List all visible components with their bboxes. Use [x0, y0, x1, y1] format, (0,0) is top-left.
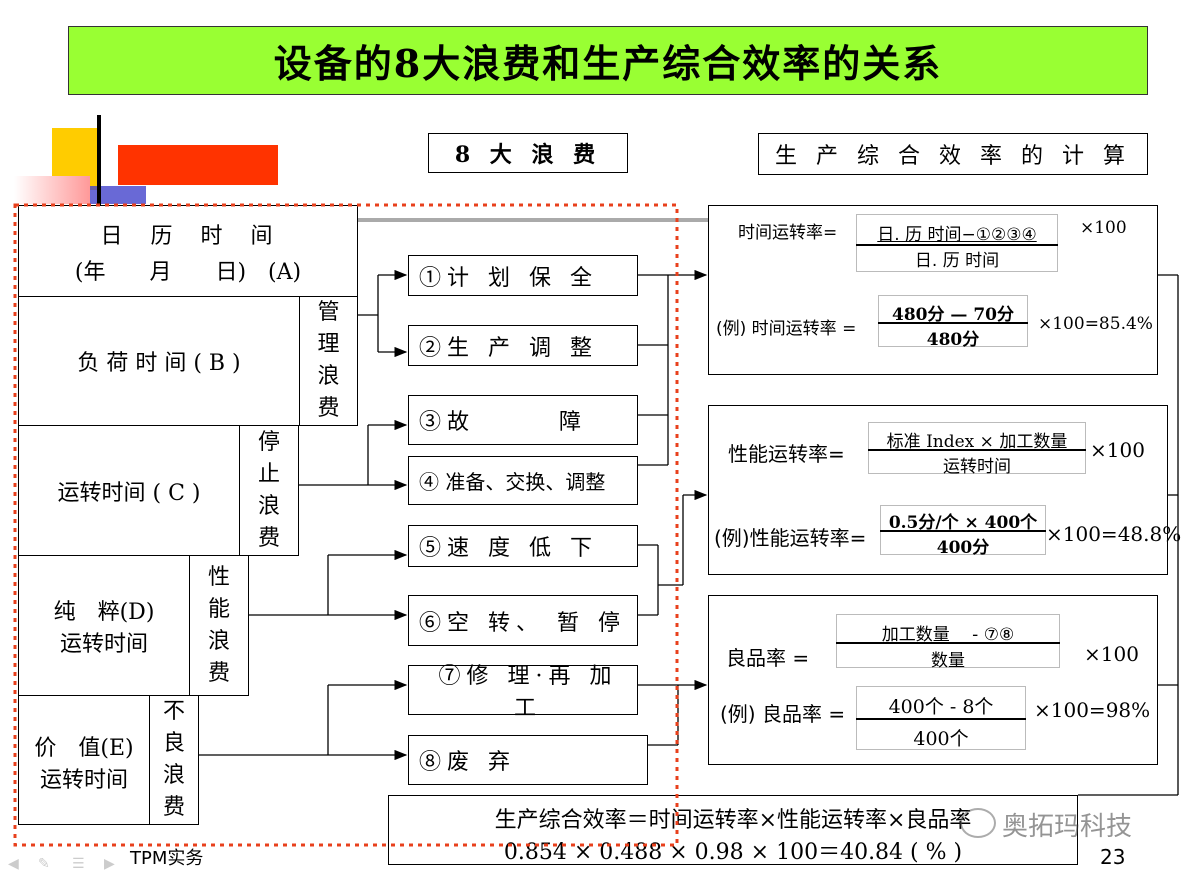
performance-rate-formula-box: [708, 405, 1168, 575]
stop-loss-char: 停: [257, 429, 280, 455]
calendar-divider-line: [358, 218, 708, 222]
time-rate-numerator: 日. 历 时间−①②③④: [877, 225, 1037, 245]
stop-loss-char: 浪: [257, 493, 280, 519]
waste-item-speed-loss: ⑤速 度 低 下: [408, 525, 638, 567]
watermark-text: 奥拓玛科技: [1002, 812, 1133, 842]
waste-item-rework: ⑦修 理·再 加 工: [408, 664, 638, 721]
slide-nav-forward-icon[interactable]: ▶: [104, 856, 115, 872]
defect-loss-char: 费: [162, 795, 185, 820]
run-time-box: 运转时间 ( C ): [18, 425, 240, 556]
slide-nav-pen-icon[interactable]: ✎: [38, 856, 50, 872]
time-rate-denominator: 日. 历 时间: [914, 251, 1000, 271]
quality-rate-numerator: 加工数量 - ⑦⑧: [881, 625, 1015, 645]
performance-loss-char: 性: [207, 564, 230, 590]
calendar-time-line2: (年 月 日) (A): [74, 260, 302, 285]
quality-rate-multiplier: ×100: [1084, 642, 1139, 666]
defect-loss-char: 良: [162, 731, 185, 756]
defect-loss-char: 不: [162, 699, 185, 724]
stop-loss-char: 止: [257, 461, 280, 487]
performance-rate-example-label: (例)性能运转率=: [714, 526, 867, 550]
performance-rate-label: 性能运转率=: [728, 442, 845, 466]
time-rate-example-label: (例) 时间运转率 =: [716, 319, 857, 339]
quality-rate-example-numerator: 400个 - 8个: [888, 696, 994, 718]
waste-item-idle-stop: ⑥空 转、 暂 停: [408, 595, 638, 646]
value-run-time-box: 价 值(E) 运转时间: [18, 695, 150, 825]
wechat-icon: [960, 808, 996, 838]
net-run-time-line1: 纯 粹(D): [53, 600, 155, 625]
value-run-time-line2: 运转时间: [39, 768, 128, 793]
quality-rate-label: 良品率 =: [726, 646, 810, 670]
calendar-time-box: 日 历 时 间 (年 月 日) (A): [18, 205, 358, 297]
performance-rate-example-denominator: 400分: [936, 538, 990, 558]
management-loss-label: 管 理 浪 费: [299, 296, 358, 426]
time-rate-example-result: ×100=85.4%: [1038, 314, 1153, 334]
time-rate-example-bar: [878, 322, 1028, 324]
net-run-time-box: 纯 粹(D) 运转时间: [18, 555, 190, 696]
quality-rate-formula-box: [708, 595, 1158, 765]
defect-loss-label: 不 良 浪 费: [149, 695, 199, 825]
calendar-time-line1: 日 历 时 间: [100, 224, 276, 249]
deco-pink-fade: [14, 176, 90, 204]
performance-loss-char: 费: [207, 660, 230, 686]
management-loss-char: 理: [317, 332, 340, 357]
performance-rate-example-bar: [880, 530, 1046, 532]
time-rate-example-denominator: 480分: [926, 330, 980, 350]
net-run-time-line2: 运转时间: [59, 632, 148, 657]
header-oee-calc: 生 产 综 合 效 率 的 计 算: [758, 133, 1148, 175]
management-loss-char: 管: [317, 300, 340, 325]
slide-nav-menu-icon[interactable]: ☰: [72, 856, 85, 872]
defect-loss-char: 浪: [162, 763, 185, 788]
time-rate-multiplier: ×100: [1080, 218, 1127, 238]
page-title: 设备的8大浪费和生产综合效率的关系: [68, 26, 1148, 95]
quality-rate-denominator: 数量: [931, 651, 965, 671]
page-number: 23: [1100, 845, 1126, 869]
time-rate-label: 时间运转率=: [738, 223, 838, 243]
load-time-box: 负 荷 时 间 ( B ): [18, 296, 300, 426]
performance-loss-label: 性 能 浪 费: [189, 555, 249, 696]
oee-summary-line1: 生产综合效率＝时间运转率×性能运转率×良品率: [494, 808, 972, 833]
time-rate-example-frame: [878, 295, 1028, 347]
stop-loss-char: 费: [257, 525, 280, 551]
time-rate-example-numerator: 480分 — 70分: [892, 305, 1014, 325]
time-rate-formula-box: [708, 205, 1158, 375]
waste-item-setup-change: ④ 准备、交换、调整: [408, 456, 638, 505]
slide-nav-back-icon[interactable]: ◀: [8, 856, 19, 872]
performance-rate-example-result: ×100=48.8%: [1046, 522, 1182, 546]
deco-vertical-line: [97, 115, 101, 210]
performance-rate-multiplier: ×100: [1090, 438, 1145, 462]
management-loss-char: 费: [317, 396, 340, 421]
waste-item-breakdown: ③故 障: [408, 395, 638, 445]
time-rate-fraction-frame: [856, 214, 1058, 272]
value-run-time-line1: 价 值(E): [34, 736, 134, 761]
waste-item-planned-maintenance: ①计 划 保 全: [408, 255, 638, 296]
waste-item-production-adjustment: ②生 产 调 整: [408, 325, 638, 366]
footer-label: TPM实务: [130, 848, 204, 869]
quality-rate-example-label: (例) 良品率 =: [720, 702, 846, 726]
performance-rate-example-numerator: 0.5分/个 × 400个: [888, 513, 1038, 533]
quality-rate-fraction-bar: [836, 642, 1060, 644]
quality-rate-example-bar: [856, 718, 1026, 720]
management-loss-char: 浪: [317, 364, 340, 389]
header-eight-waste: 8 大 浪 费: [428, 133, 628, 173]
performance-rate-fraction-frame: [868, 422, 1086, 474]
performance-rate-denominator: 运转时间: [943, 457, 1011, 477]
performance-loss-char: 能: [207, 596, 230, 622]
performance-rate-numerator: 标准 Index × 加工数量: [886, 432, 1068, 452]
quality-rate-example-denominator: 400个: [913, 728, 969, 750]
waste-item-scrap: ⑧废 弃: [408, 735, 648, 785]
deco-blue-square: [90, 186, 146, 204]
time-rate-fraction-bar: [856, 244, 1058, 246]
quality-rate-example-result: ×100=98%: [1034, 698, 1151, 722]
performance-rate-fraction-bar: [868, 449, 1086, 451]
performance-loss-char: 浪: [207, 628, 230, 654]
deco-red-bar: [118, 145, 278, 185]
quality-rate-fraction-frame: [836, 614, 1060, 668]
stop-loss-label: 停 止 浪 费: [239, 425, 299, 556]
